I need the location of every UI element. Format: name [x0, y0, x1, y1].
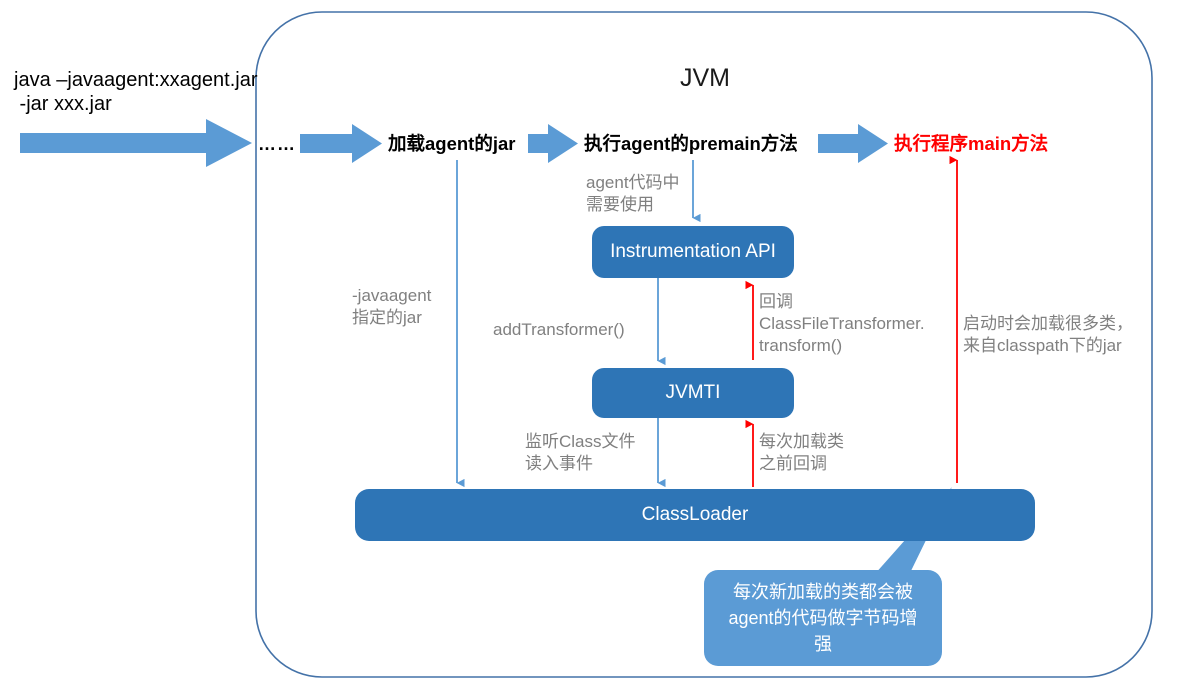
note-listen-class-file: 监听Class文件 读入事件	[525, 432, 636, 474]
note-callback-before-load: 每次加载类 之前回调	[759, 432, 844, 474]
flow-step-premain: 执行agent的premain方法	[584, 133, 798, 154]
java-command-text: java –javaagent:xxagent.jar -jar xxx.jar	[14, 69, 258, 116]
entry-arrow-icon	[20, 119, 252, 167]
note-add-transformer: addTransformer()	[493, 320, 625, 339]
flow-arrow-3-icon	[818, 124, 888, 163]
jvm-title: JVM	[680, 64, 730, 92]
bytecode-enhance-callout: 每次新加载的类都会被agent的代码做字节码增 强	[704, 570, 942, 666]
ellipsis-text: ……	[258, 134, 296, 154]
note-javaagent-jar: -javaagent 指定的jar	[352, 286, 432, 328]
note-startup-load-classes: 启动时会加载很多类， 来自classpath下的jar	[963, 314, 1133, 356]
box-jvmti[interactable]: JVMTI	[592, 368, 794, 418]
flow-step-load-agent-jar: 加载agent的jar	[388, 133, 516, 154]
flow-arrow-1-icon	[300, 124, 382, 163]
box-classloader[interactable]: ClassLoader	[355, 489, 1035, 541]
flow-arrow-2-icon	[528, 124, 578, 163]
note-agent-code-use: agent代码中 需要使用	[586, 173, 680, 215]
box-instrumentation-api[interactable]: Instrumentation API	[592, 226, 794, 278]
flow-step-main: 执行程序main方法	[894, 133, 1049, 154]
note-callback-transform: 回调 ClassFileTransformer. transform()	[759, 292, 925, 356]
